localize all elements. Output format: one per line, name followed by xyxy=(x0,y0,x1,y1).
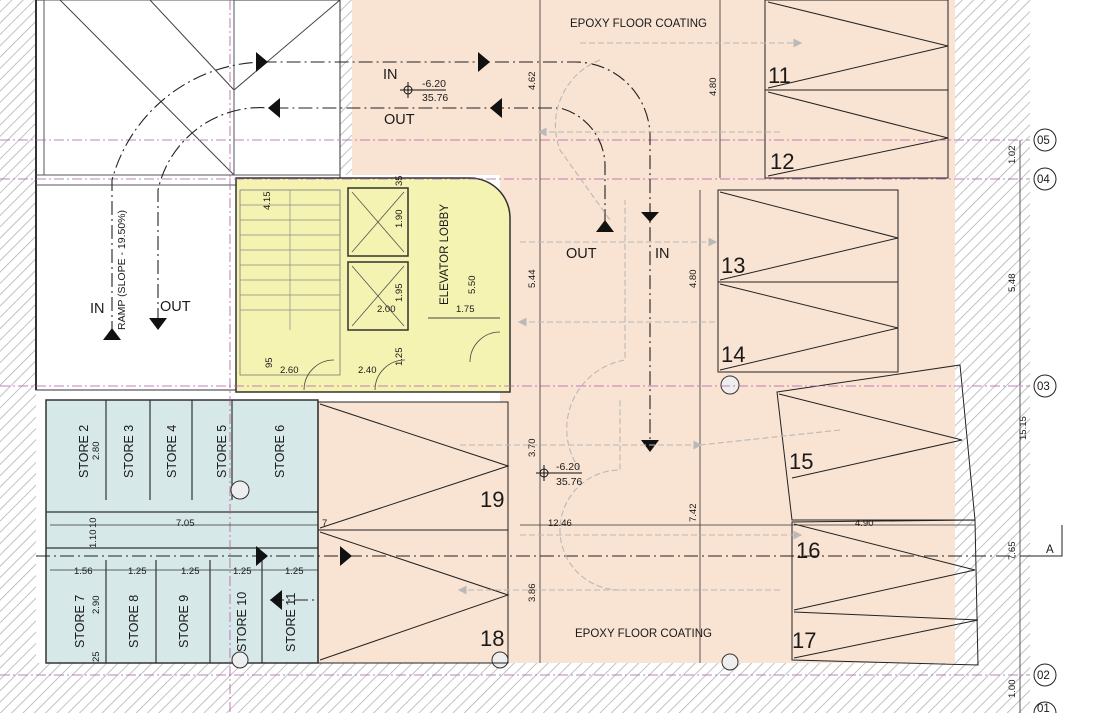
store-label: STORE 3 xyxy=(122,425,136,478)
dim: 7.42 xyxy=(688,504,699,523)
grid-number: 02 xyxy=(1037,670,1050,682)
store-label: STORE 11 xyxy=(284,593,298,652)
dimension-texts: 4.62 5.44 3.70 3.86 4.80 4.80 7.42 1.02 … xyxy=(74,72,1029,699)
grid-number: 05 xyxy=(1037,135,1050,147)
dim: 7.05 xyxy=(176,518,195,529)
dimension-lines xyxy=(50,0,1021,713)
dim: 1.25 xyxy=(233,566,252,577)
dim: 7 xyxy=(322,518,327,529)
store-label: STORE 8 xyxy=(127,595,141,648)
ramp-label: RAMP (SLOPE - 19.50%) xyxy=(116,210,128,330)
bay-number: 15 xyxy=(789,449,813,474)
grid-lines xyxy=(0,0,1030,713)
store-label: STORE 6 xyxy=(273,425,287,478)
flow-in-ramp: IN xyxy=(90,301,105,317)
dim: 12.46 xyxy=(548,518,572,529)
flow-out-center: OUT xyxy=(566,246,597,262)
area-labels: EPOXY FLOOR COATING EPOXY FLOOR COATING … xyxy=(116,18,1054,640)
grid-bubbles xyxy=(1030,128,1063,713)
bay-number: 16 xyxy=(796,538,820,563)
store-label: STORE 10 xyxy=(235,592,249,652)
store-label: STORE 4 xyxy=(165,425,179,478)
dim: 1.90 xyxy=(394,210,405,229)
store-label: STORE 9 xyxy=(177,595,191,648)
bay-number: 13 xyxy=(721,253,745,278)
dim: 4.15 xyxy=(262,192,273,211)
dim: 4.62 xyxy=(527,72,538,91)
bay-number: 19 xyxy=(480,487,504,512)
dim: 4.90 xyxy=(855,518,874,529)
grid-numbers: 05 04 03 02 01 xyxy=(1037,135,1050,713)
bay-number: 12 xyxy=(770,149,794,174)
dim: 2.60 xyxy=(280,365,299,376)
dim: 1.00 xyxy=(1007,680,1018,699)
dim: 2.00 xyxy=(377,304,396,315)
store-label: STORE 2 xyxy=(77,425,91,478)
bay-number: 17 xyxy=(792,628,816,653)
dim: 1.02 xyxy=(1007,146,1018,165)
storage-zone xyxy=(45,375,740,671)
flow-in-center: IN xyxy=(655,246,670,262)
level-texts: -6.20 35.76 -6.20 35.76 xyxy=(422,78,582,488)
level-mid: -6.20 xyxy=(556,461,580,473)
dim: 5.44 xyxy=(527,270,538,289)
level-top-sub: 35.76 xyxy=(422,92,448,104)
store-labels: STORE 2 STORE 3 STORE 4 STORE 5 STORE 6 … xyxy=(73,425,298,652)
dim: 5.50 xyxy=(467,276,478,295)
dim: 1.95 xyxy=(394,284,405,303)
section-mark: A xyxy=(1046,544,1054,556)
flow-out-top: OUT xyxy=(384,112,415,128)
dim: 2.80 xyxy=(91,442,102,461)
dim: 3.70 xyxy=(527,439,538,458)
flow-in-top: IN xyxy=(383,67,398,83)
flow-out-ramp: OUT xyxy=(160,299,191,315)
dim: 4.80 xyxy=(708,78,719,97)
dim: 2.90 xyxy=(91,596,102,615)
store-label: STORE 7 xyxy=(73,595,87,648)
bay-numbers: 11 12 13 14 15 16 17 18 19 xyxy=(480,63,820,653)
dim: 1.25 xyxy=(285,566,304,577)
floor-coating-top: EPOXY FLOOR COATING xyxy=(570,18,707,30)
bay-number: 18 xyxy=(480,626,504,651)
floor-coating-bottom: EPOXY FLOOR COATING xyxy=(575,628,712,640)
parking-area xyxy=(318,0,955,663)
dim: 1.25 xyxy=(181,566,200,577)
guide-arrows xyxy=(457,38,841,595)
level-top: -6.20 xyxy=(422,78,446,90)
dim: 1.25 xyxy=(128,566,147,577)
dim: 3.86 xyxy=(527,584,538,603)
dim: 2.40 xyxy=(358,365,377,376)
dim: 1.75 xyxy=(456,304,475,315)
grid-number: 04 xyxy=(1037,174,1050,186)
dim: 25 xyxy=(91,651,102,662)
parking-bays xyxy=(317,0,979,666)
hatched-walls xyxy=(0,0,1030,713)
level-markers xyxy=(400,82,582,481)
elevator-lobby-label: ELEVATOR LOBBY xyxy=(439,204,451,305)
store-label: STORE 5 xyxy=(215,425,229,478)
dim: 7.65 xyxy=(1007,542,1018,561)
traffic-lines xyxy=(36,61,1060,601)
dim: 1.25 xyxy=(394,348,405,367)
dim: 95 xyxy=(264,357,275,368)
dim: 10 xyxy=(88,517,99,528)
flow-arrowheads xyxy=(103,52,659,610)
dim: 15.15 xyxy=(1018,416,1029,440)
grid-number: 01 xyxy=(1037,703,1050,713)
core-zone xyxy=(235,177,511,393)
bay-number: 14 xyxy=(721,342,745,367)
level-mid-sub: 35.76 xyxy=(556,476,582,488)
bay-number: 11 xyxy=(768,63,791,88)
dim: 1.10 xyxy=(88,530,99,549)
flow-labels: IN OUT OUT IN IN OUT xyxy=(90,67,670,317)
dim: 1.56 xyxy=(74,566,93,577)
dim: 35 xyxy=(394,175,405,186)
grid-number: 03 xyxy=(1037,381,1050,393)
dim: 4.80 xyxy=(688,270,699,289)
dim: 5.48 xyxy=(1007,274,1018,293)
